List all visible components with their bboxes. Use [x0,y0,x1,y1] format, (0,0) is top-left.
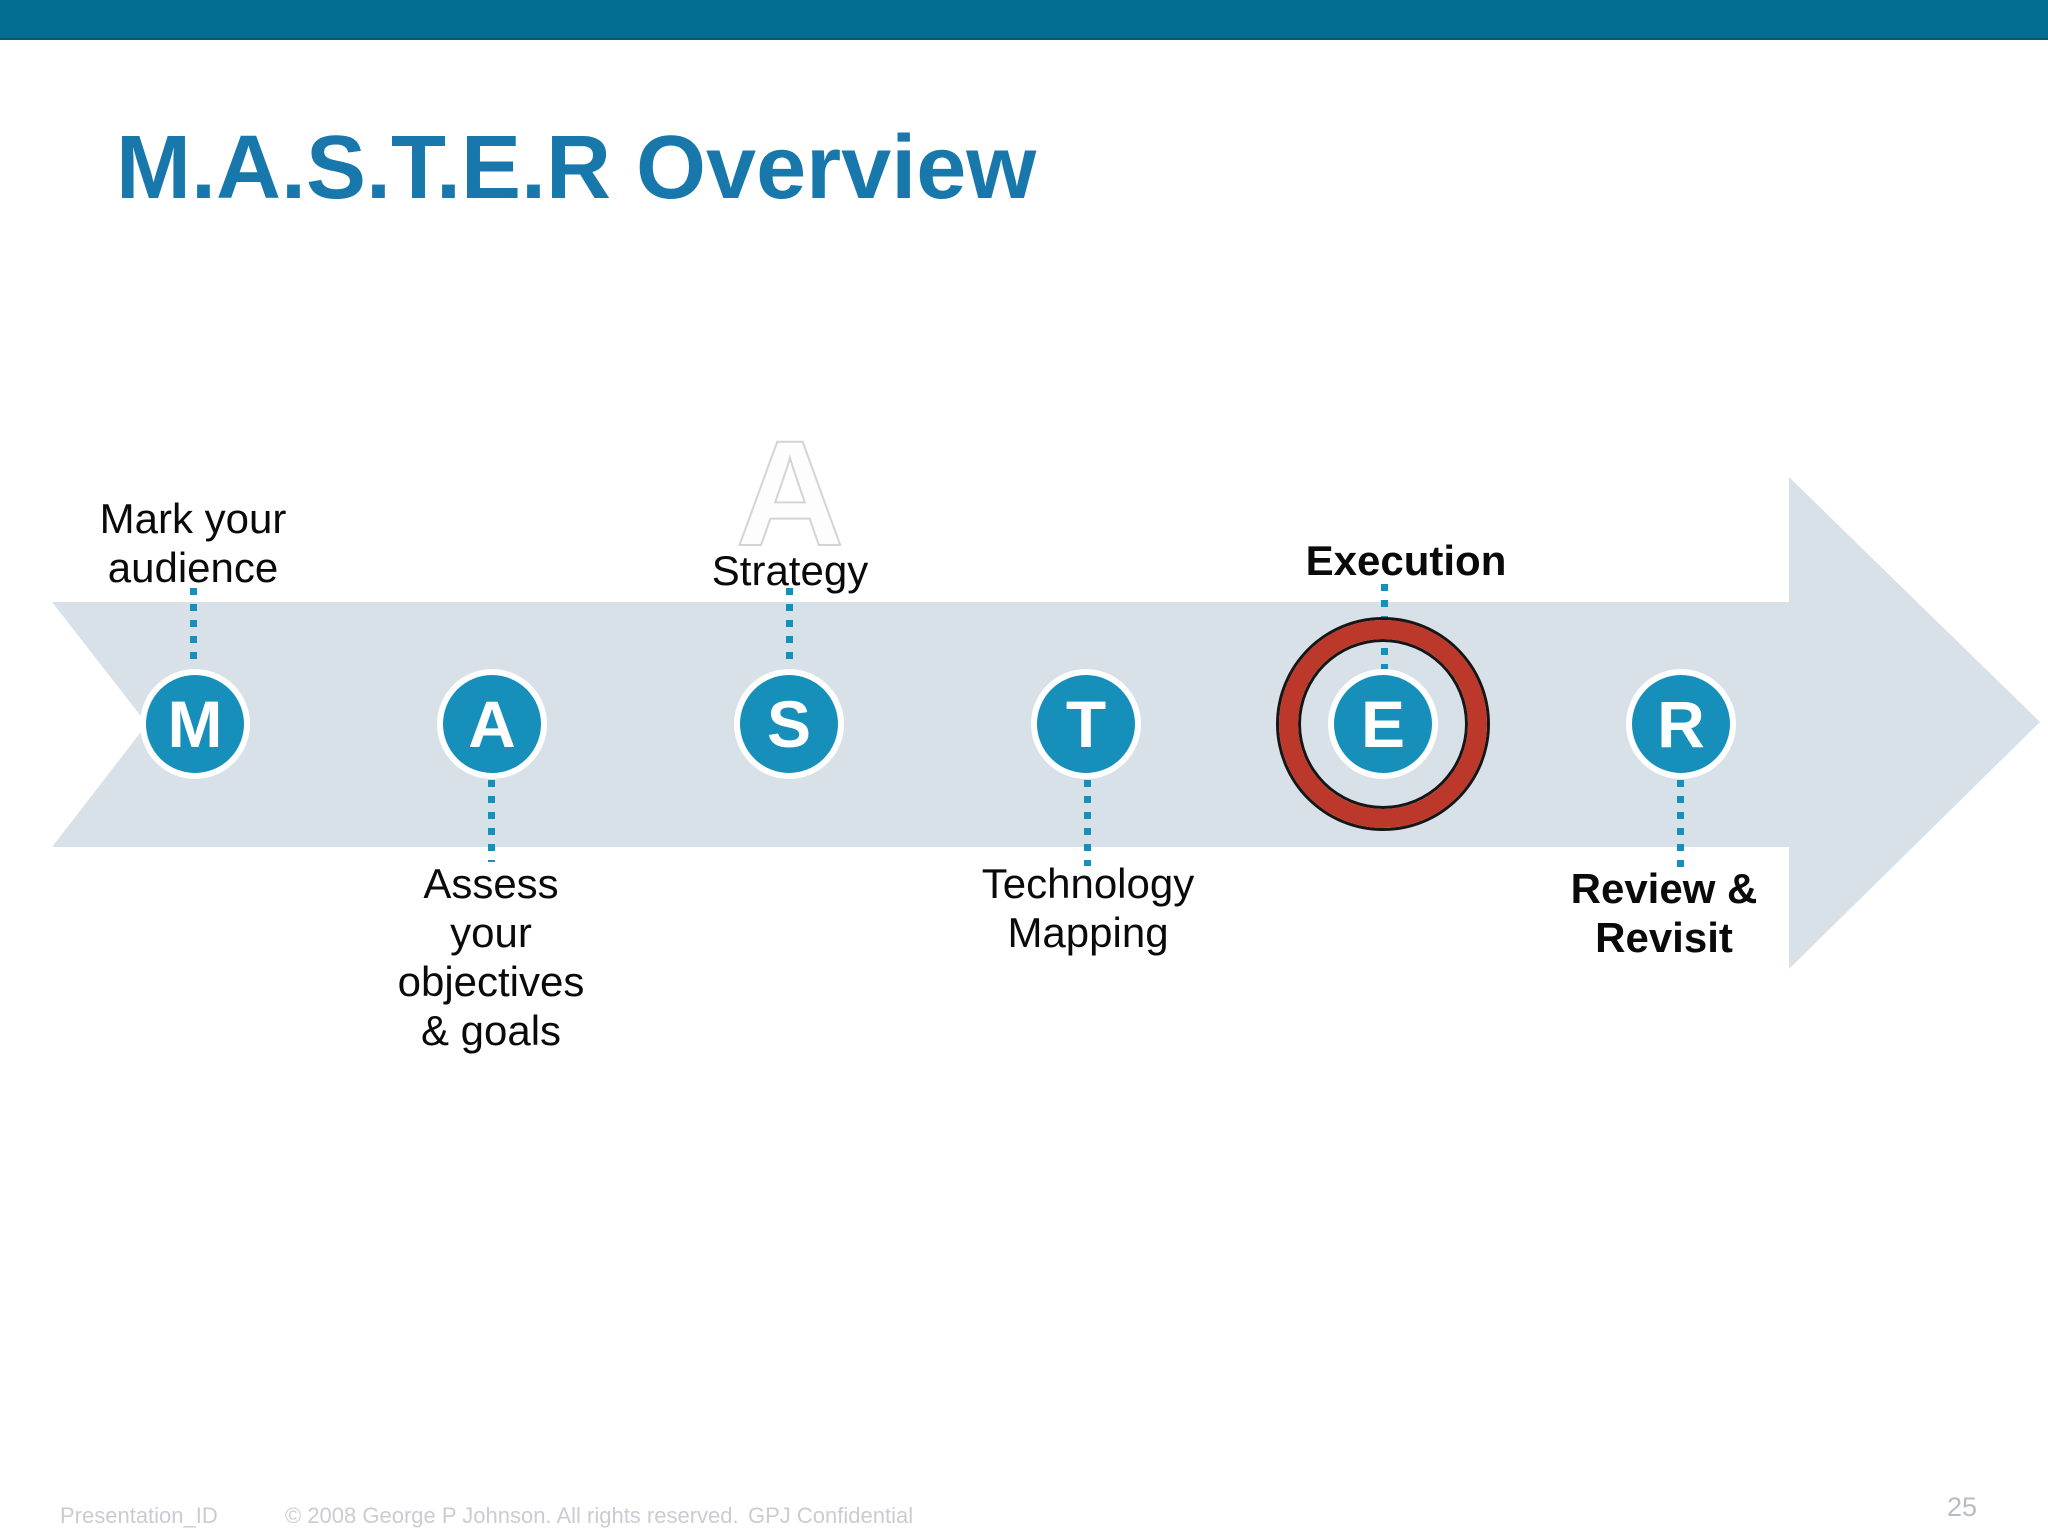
dotted-connector-r [1677,780,1684,875]
step-circle-a: A [437,669,547,779]
footer-copyright: © 2008 George P Johnson. All rights rese… [285,1503,739,1528]
step-label-execution: Execution [1305,537,1507,584]
footer-presentation-id: Presentation_ID [60,1503,218,1528]
footer-confidential: GPJ Confidential [748,1503,914,1528]
step-label-technology: Technology Mapping [981,860,1195,956]
dotted-connector-m [190,588,197,668]
watermark-letter: A [735,409,845,577]
step-label-review: Review & Revisit [1570,865,1758,961]
step-circle-s: S [734,669,844,779]
page-title: M.A.S.T.E.R Overview [116,118,1037,218]
step-circle-m: M [140,669,250,779]
step-circle-e: E [1328,669,1438,779]
step-label-mark: Mark your audience [99,495,287,591]
step-label-strategy: Strategy [711,547,869,594]
dotted-connector-t [1084,780,1091,866]
top-accent-bar [0,0,2048,40]
step-circle-t: T [1031,669,1141,779]
step-label-assess: Assess your objectives & goals [397,860,585,1054]
dotted-connector-s [786,588,793,668]
page-number: 25 [1946,1492,1977,1522]
dotted-connector-a [488,780,495,862]
step-circle-r: R [1626,669,1736,779]
